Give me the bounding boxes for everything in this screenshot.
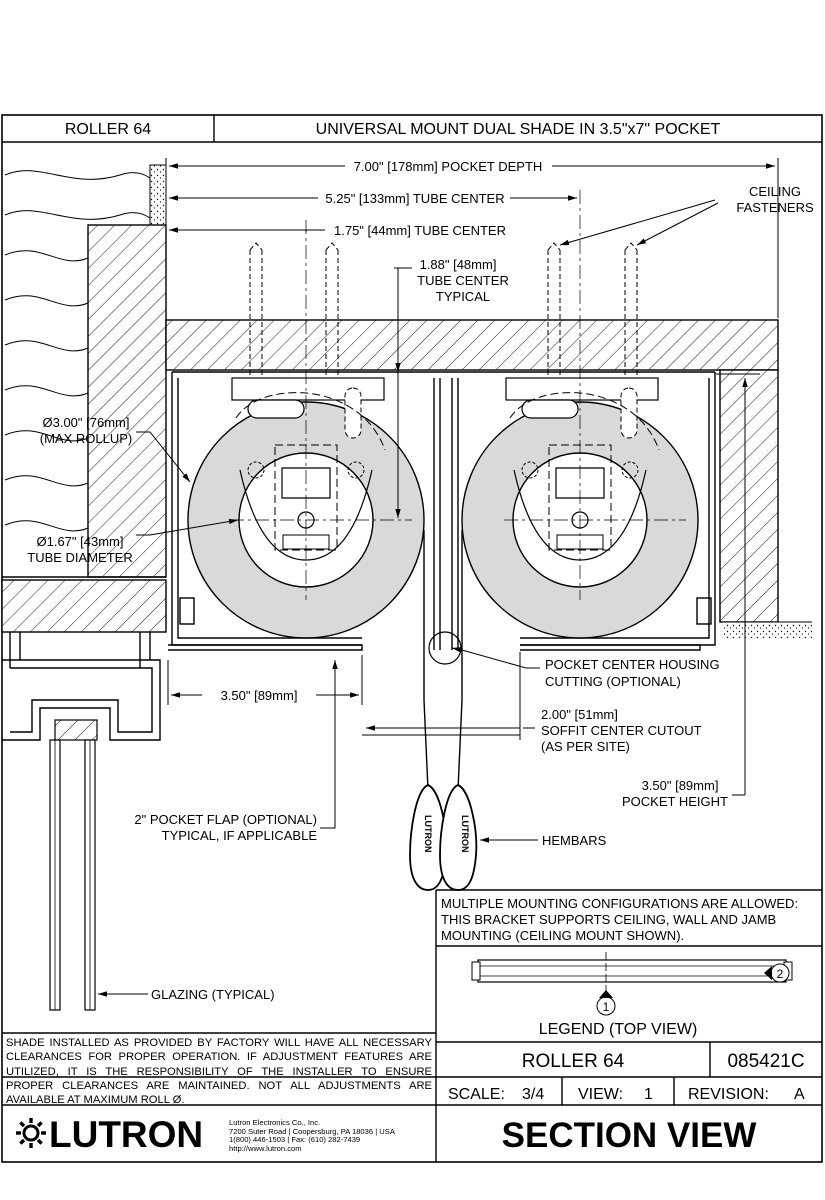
- callout-glazing: GLAZING (TYPICAL): [151, 987, 275, 1002]
- mounting-note-line: THIS BRACKET SUPPORTS CEILING, WALL AND …: [441, 912, 777, 927]
- shade-roll-left: [187, 220, 425, 640]
- right-wall-section: [719, 369, 779, 623]
- callout-flap-2: TYPICAL, IF APPLICABLE: [162, 828, 318, 843]
- general-note-line: AVAILABLE AT MAXIMUM ROLL Ø.: [6, 1094, 185, 1107]
- dim-tube-center-175: 1.75" [44mm] TUBE CENTER: [334, 223, 506, 238]
- window-frame: [2, 632, 161, 741]
- shade-roll-right: [461, 190, 699, 640]
- lutron-wordmark: LUTRON: [49, 1114, 203, 1155]
- dim-pocket-height-1: 3.50" [89mm]: [642, 778, 719, 793]
- header-drawing-title: UNIVERSAL MOUNT DUAL SHADE IN 3.5"x7" PO…: [316, 121, 721, 138]
- callout-flap-1: 2" POCKET FLAP (OPTIONAL): [134, 812, 317, 827]
- company-address: Lutron Electronics Co., Inc. 7200 Suter …: [229, 1118, 395, 1153]
- wall-section: [87, 224, 167, 578]
- legend-marker-2: 2: [777, 967, 784, 981]
- glazing: [49, 719, 98, 1011]
- dim-max-rollup-2: (MAX ROLLUP): [40, 431, 132, 446]
- title-product: ROLLER 64: [522, 1051, 625, 1072]
- callout-ceiling-1: CEILING: [749, 184, 801, 199]
- wall-insulation: [4, 170, 156, 532]
- dim-tube-center-typ-2: TUBE CENTER: [417, 273, 509, 288]
- leader-lines: [98, 199, 719, 997]
- callout-housing-2: CUTTING (OPTIONAL): [545, 674, 681, 689]
- dim-flap-350: 3.50" [89mm]: [221, 688, 298, 703]
- dim-soffit-2: SOFFIT CENTER CUTOUT: [541, 723, 702, 738]
- legend-title: LEGEND (TOP VIEW): [539, 1021, 698, 1038]
- dim-pocket-height-2: POCKET HEIGHT: [622, 794, 728, 809]
- sheet-border: [1, 114, 823, 1163]
- general-note-line: SHADE INSTALLED AS PROVIDED BY FACTORY W…: [6, 1037, 432, 1049]
- mounting-note-line: MOUNTING (CEILING MOUNT SHOWN).: [441, 928, 685, 943]
- revision-label: REVISION:: [688, 1086, 769, 1103]
- legend-top-view: 1 2 LEGEND (TOP VIEW): [471, 952, 793, 1038]
- legend-marker-1: 1: [603, 1000, 610, 1014]
- dim-tube-center-typ-3: TYPICAL: [436, 289, 490, 304]
- ceiling-slab: [165, 319, 779, 371]
- dim-soffit-1: 2.00" [51mm]: [541, 707, 618, 722]
- dim-max-rollup-1: Ø3.00" [76mm]: [43, 415, 130, 430]
- address-line: 7200 Suter Road | Coopersburg, PA 18036 …: [229, 1126, 395, 1136]
- general-note-line: CLEARANCES FOR PROPER OPERATION. IF ADJU…: [6, 1051, 432, 1064]
- shade-fabric: [423, 640, 463, 791]
- view-value: 1: [644, 1086, 653, 1103]
- pocket-flap: [168, 644, 701, 651]
- drawing-number: 085421C: [727, 1051, 804, 1072]
- general-note-line: PROPER CLEARANCES ARE MAINTAINED. NOT AL…: [6, 1079, 432, 1092]
- title-block: [2, 1032, 822, 1106]
- mounting-note-line: MULTIPLE MOUNTING CONFIGURATIONS ARE ALL…: [441, 896, 799, 911]
- legend-box: [435, 889, 822, 1162]
- hembar-brand-left: LUTRON: [423, 815, 433, 853]
- general-note: SHADE INSTALLED AS PROVIDED BY FACTORY W…: [6, 1036, 432, 1107]
- dim-tube-center-525: 5.25" [133mm] TUBE CENTER: [325, 191, 504, 206]
- mounting-note: MULTIPLE MOUNTING CONFIGURATIONS ARE ALL…: [441, 896, 821, 944]
- ceiling-fasteners: [249, 242, 638, 385]
- general-note-line: UTILIZED, IT IS THE RESPONSIBILITY OF TH…: [6, 1065, 432, 1078]
- address-line: http://www.lutron.com: [229, 1143, 302, 1153]
- lutron-sunburst-icon: [16, 1118, 46, 1148]
- hembar-right: LUTRON: [439, 784, 478, 891]
- callout-ceiling-2: FASTENERS: [736, 200, 814, 215]
- dim-soffit-3: (AS PER SITE): [541, 739, 630, 754]
- dim-tube-diameter-2: TUBE DIAMETER: [27, 550, 132, 565]
- callout-housing-1: POCKET CENTER HOUSING: [545, 657, 720, 672]
- dimension-lines: [165, 158, 779, 796]
- lutron-logo: LUTRON: [16, 1114, 203, 1155]
- view-label: VIEW:: [578, 1086, 623, 1103]
- dim-pocket-depth: 7.00" [178mm] POCKET DEPTH: [354, 159, 543, 174]
- scale-value: 3/4: [522, 1086, 544, 1103]
- view-name: SECTION VIEW: [502, 1116, 757, 1155]
- address-line: Lutron Electronics Co., Inc.: [229, 1118, 321, 1127]
- address-line: 1(800) 446-1503 | Fax: (610) 282-7439: [229, 1135, 361, 1145]
- dim-tube-diameter-1: Ø1.67" [43mm]: [37, 534, 124, 549]
- header-product: ROLLER 64: [65, 121, 151, 138]
- callout-hembars: HEMBARS: [542, 833, 607, 848]
- revision-value: A: [794, 1086, 805, 1103]
- header-section: [1, 579, 167, 633]
- scale-label: SCALE:: [448, 1086, 505, 1103]
- dim-tube-center-typ-1: 1.88" [48mm]: [420, 257, 497, 272]
- hembar-brand-right: LUTRON: [460, 815, 470, 853]
